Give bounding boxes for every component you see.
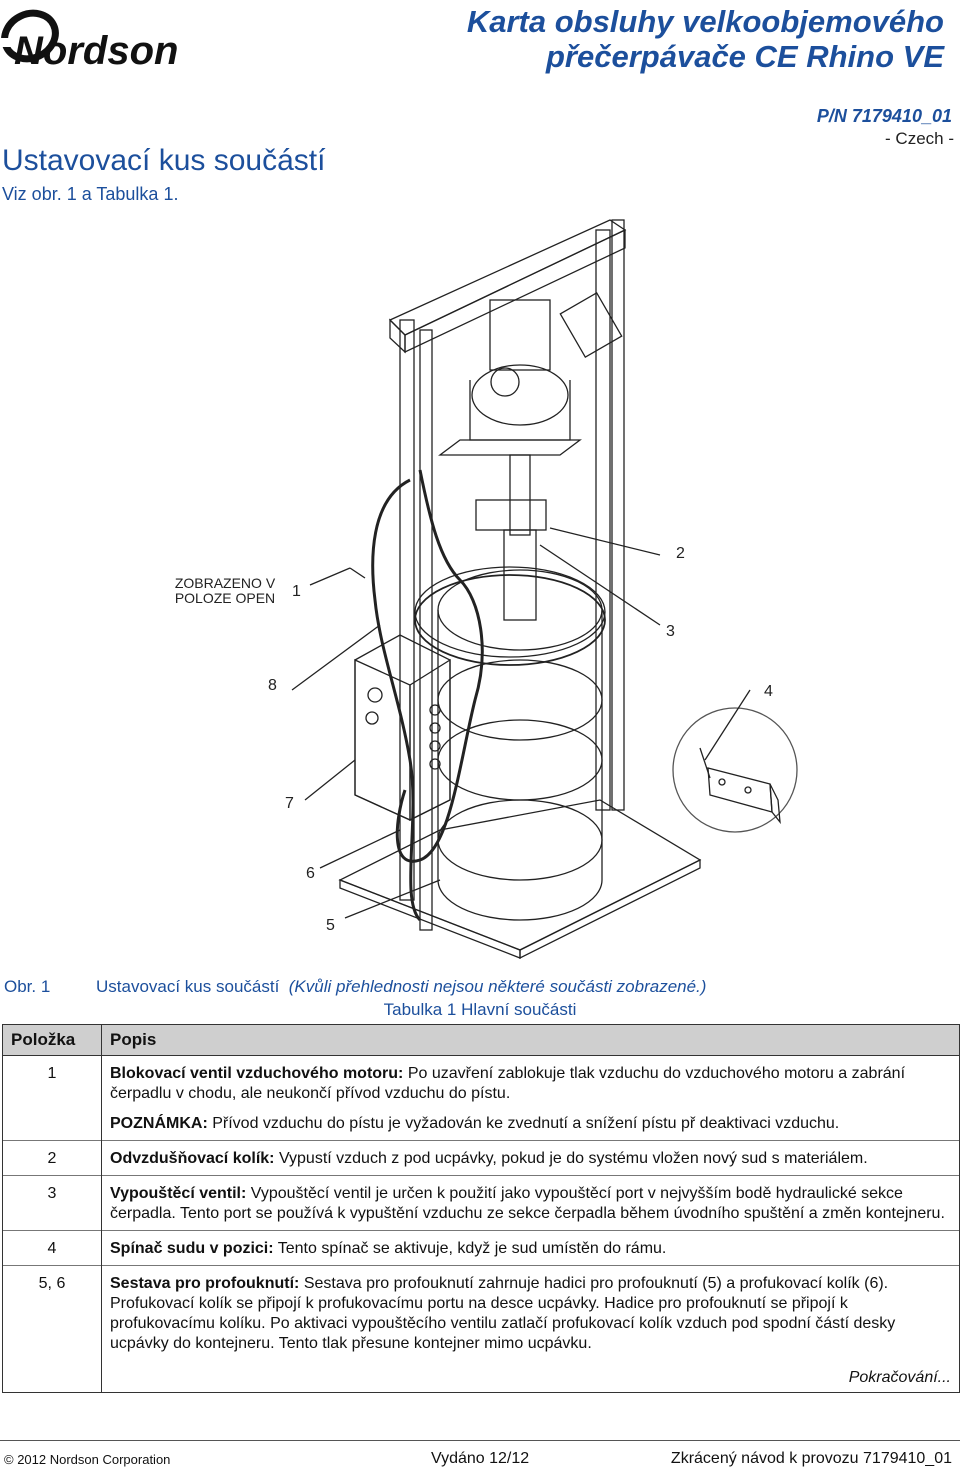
note-text: Přívod vzduchu do pístu je vyžadován ke … [212,1115,840,1132]
table-row: 4 Spínač sudu v pozici: Tento spínač se … [2,1230,960,1266]
row-text: Vypouštěcí ventil je určen k použití jak… [110,1185,945,1222]
callout-8: 8 [268,677,277,694]
figure-caption: Ustavovací kus součástí (Kvůli přehledno… [96,977,706,997]
document-title-line2: přečerpávače CE Rhino VE [546,39,944,74]
part-number: P/N 7179410_01 [816,106,952,126]
row-text: Tento spínač se aktivuje, když je sud um… [277,1240,667,1257]
footer-divider [0,1440,960,1441]
figure-open-callout-line2: POLOZE OPEN [175,590,275,606]
row-description: Sestava pro profouknutí: Sestava pro pro… [101,1265,960,1393]
column-header-description: Popis [101,1024,960,1056]
row-description: Vypouštěcí ventil: Vypouštěcí ventil je … [101,1175,960,1231]
figure-open-callout-line1: ZOBRAZENO V [175,575,276,591]
document-title: Karta obsluhy velkoobjemového přečerpáva… [467,4,944,74]
figure-caption-number: Obr. 1 [4,977,51,996]
row-text: Vypustí vzduch z pod ucpávky, pokud je d… [278,1150,868,1167]
figure-caption-note: (Kvůli přehlednosti nejsou některé součá… [288,977,707,996]
document-title-line1: Karta obsluhy velkoobjemového [466,4,944,39]
row-term: Spínač sudu v pozici: [110,1240,274,1257]
table-title: Tabulka 1 Hlavní součásti [383,1000,577,1019]
callout-1: 1 [292,583,301,600]
footer-manual-number: Zkrácený návod k provozu 7179410_01 [670,1450,952,1467]
section-reference: Viz obr. 1 a Tabulka 1. [2,184,179,204]
row-item: 3 [2,1175,102,1231]
row-term: Sestava pro profouknutí: [110,1275,300,1292]
components-table: Položka Popis 1 Blokovací ventil vzducho… [2,1024,960,1393]
row-item: 2 [2,1140,102,1176]
row-text: Po uzavření zablokuje tlak vzduchu do vz… [110,1065,906,1102]
callout-7: 7 [285,795,294,812]
row-term: Vypouštěcí ventil: [110,1185,247,1202]
callout-3: 3 [666,623,675,640]
footer-copyright: © 2012 Nordson Corporation [4,1452,171,1467]
callout-4: 4 [764,683,773,700]
row-description: Spínač sudu v pozici: Tento spínač se ak… [101,1230,960,1266]
row-text: Sestava pro profouknutí zahrnuje hadici … [110,1275,896,1352]
language-label: - Czech - [885,129,954,148]
continued-label: Pokračování... [848,1369,951,1386]
footer-issue-date: Vydáno 12/12 [431,1450,530,1467]
table-row: 2 Odvzdušňovací kolík: Vypustí vzduch z … [2,1140,960,1176]
table-header-row: Položka Popis [2,1024,960,1056]
section-title: Ustavovací kus součástí [2,144,326,177]
row-item: 5, 6 [2,1265,102,1393]
figure-caption-title: Ustavovací kus součástí [96,977,280,996]
pump-illustration: ZOBRAZENO V POLOZE OPEN 1 2 3 4 5 6 7 8 [150,200,960,970]
row-item: 4 [2,1230,102,1266]
callout-6: 6 [306,865,315,882]
row-item: 1 [2,1055,102,1141]
row-note: POZNÁMKA: Přívod vzduchu do pístu je vyž… [110,1114,951,1134]
row-term: Odvzdušňovací kolík: [110,1150,275,1167]
note-label: POZNÁMKA: [110,1115,208,1132]
column-header-item: Položka [2,1024,102,1056]
row-term: Blokovací ventil vzduchového motoru: [110,1065,404,1082]
row-description: Odvzdušňovací kolík: Vypustí vzduch z po… [101,1140,960,1176]
table-row: 5, 6 Sestava pro profouknutí: Sestava pr… [2,1265,960,1393]
nordson-logo: Nordson [0,2,190,73]
callout-5: 5 [326,917,335,934]
svg-text:Nordson: Nordson [14,29,178,68]
table-row: 3 Vypouštěcí ventil: Vypouštěcí ventil j… [2,1175,960,1231]
callout-2: 2 [676,545,685,562]
table-row: 1 Blokovací ventil vzduchového motoru: P… [2,1055,960,1141]
row-description: Blokovací ventil vzduchového motoru: Po … [101,1055,960,1141]
